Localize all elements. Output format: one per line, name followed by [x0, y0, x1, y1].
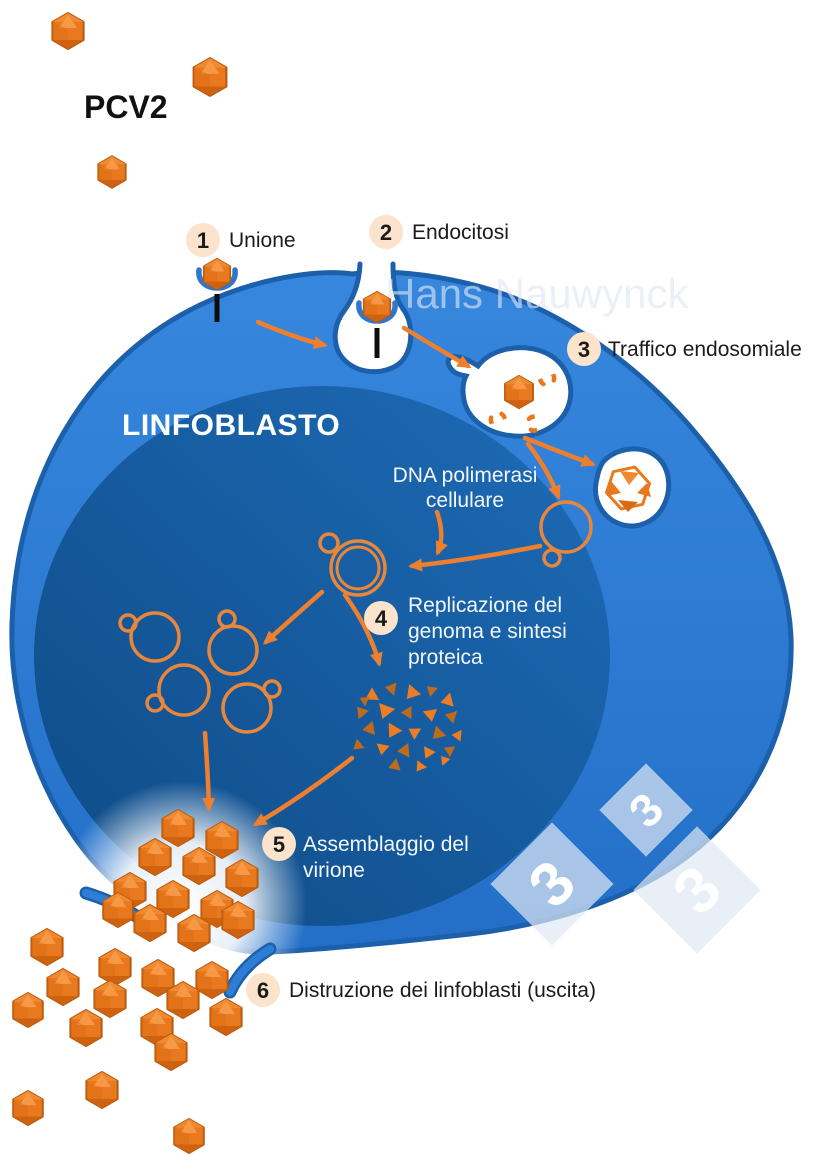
- arrow-replication-to-genome-copies: [263, 589, 325, 645]
- virus-particle-assembled_inside_cell: [225, 859, 259, 897]
- virus-particle-assembled_inside_cell: [182, 847, 216, 885]
- process-arrows: [202, 319, 596, 827]
- virus-particle-released_extracellular: [85, 1071, 119, 1109]
- viral-genome-circle: [145, 663, 211, 717]
- cell-label: LINFOBLASTO: [122, 409, 340, 442]
- step-4: 4 Replicazione del genoma e sintesi prot…: [364, 594, 567, 669]
- viral-genomes-layer: [118, 500, 593, 734]
- virus-particle-released_extracellular: [30, 928, 64, 966]
- virus-particle-assembled_inside_cell: [177, 914, 211, 952]
- step-5: 5 Assemblaggio del virione: [262, 827, 469, 882]
- disassembling-virion: [605, 465, 651, 512]
- virus-particle-bound_to_receptors: [362, 290, 392, 324]
- arrow-dna-polymerase: [434, 509, 448, 556]
- step-5-number: 5: [273, 832, 285, 857]
- arrow-endosome-to-genome-release: [525, 441, 561, 500]
- step-1-label: Unione: [229, 229, 296, 252]
- virus-particle-released_extracellular: [98, 948, 132, 986]
- step-6: 6 Distruzione dei linfoblasti (uscita): [246, 973, 596, 1007]
- viral-genome-circle: [539, 500, 593, 568]
- arrow-endocytosis-to-endosome: [401, 325, 472, 369]
- virus-particle-released_extracellular: [69, 1009, 103, 1047]
- step-2-number: 2: [380, 220, 392, 245]
- step-6-label: Distruzione dei linfoblasti (uscita): [289, 979, 596, 1002]
- step-3: 3 Traffico endosomiale: [567, 332, 802, 366]
- step-6-number: 6: [257, 978, 269, 1003]
- virus-particle-released_extracellular: [173, 1117, 205, 1155]
- watermark-333-logo: 3 3 3: [490, 763, 761, 954]
- virus-particle-assembled_inside_cell: [221, 901, 255, 939]
- step-5-badge: [262, 827, 296, 861]
- viral-genome-circle: [318, 532, 387, 597]
- step-4-label-line1: Replicazione del: [408, 594, 562, 617]
- virus-particle-released_extracellular: [166, 981, 200, 1019]
- step-4-number: 4: [375, 606, 388, 631]
- dna-polymerase-line1: DNA polimerasi: [393, 464, 538, 487]
- step-3-badge: [567, 332, 601, 366]
- step-3-number: 3: [578, 337, 590, 362]
- arrow-proteins-to-assembly: [252, 755, 355, 827]
- arrow-genomes-to-assembly: [202, 730, 216, 812]
- virus-particle-released_extracellular: [209, 998, 243, 1036]
- dna-polymerase-line2: cellulare: [426, 489, 504, 512]
- step-1: 1 Unione: [186, 223, 296, 257]
- virus-particle-released_extracellular: [154, 1033, 188, 1071]
- virus-particle-released_extracellular: [93, 980, 127, 1018]
- virus-particle-assembled_inside_cell: [205, 821, 239, 859]
- virus-particle-bound_to_receptors: [202, 257, 232, 291]
- virus-particle-free_extracellular_top: [97, 155, 127, 189]
- watermark-author: Hans Nauwynck: [385, 270, 689, 317]
- virus-particle-released_extracellular: [12, 991, 44, 1029]
- viral-genome-circle: [118, 611, 181, 663]
- virus-particle-released_extracellular: [195, 961, 229, 999]
- virus-particle-bound_to_receptors: [504, 374, 534, 410]
- virus-particle-free_extracellular_top: [192, 57, 228, 97]
- step-5-label-line2: virione: [303, 859, 365, 882]
- step-2-badge: [369, 215, 403, 249]
- watermarks: Hans Nauwynck 3 3 3: [385, 270, 761, 954]
- viral-genome-circle: [221, 679, 282, 734]
- step-2-label: Endocitosi: [412, 221, 509, 244]
- arrow-endosome-to-late-endosome: [522, 435, 596, 467]
- virus-particle-assembled_inside_cell: [133, 904, 167, 942]
- step-1-badge: [186, 223, 220, 257]
- arrow-genome-to-replication: [408, 543, 543, 572]
- step-3-label: Traffico endosomiale: [608, 338, 802, 361]
- late-endosome: [592, 446, 672, 529]
- step-4-label-line3: proteica: [408, 646, 483, 669]
- dna-polymerase-annotation: DNA polimerasi cellulare: [393, 464, 538, 512]
- virus-particle-assembled_inside_cell: [138, 838, 172, 876]
- step-2: 2 Endocitosi: [369, 215, 509, 249]
- virus-particle-released_extracellular: [12, 1089, 44, 1127]
- virus-particle-assembled_inside_cell: [102, 891, 134, 929]
- arrow-binding-to-endocytosis: [255, 319, 328, 349]
- arrow-replication-to-proteins: [342, 592, 383, 667]
- step-5-label-line1: Assemblaggio del: [303, 833, 469, 856]
- virus-particle-released_extracellular: [46, 968, 80, 1006]
- step-4-badge: [364, 601, 398, 635]
- step-4-label-line2: genoma e sintesi: [408, 620, 567, 643]
- step-6-badge: [246, 973, 280, 1007]
- virus-particle-assembled_inside_cell: [161, 809, 195, 847]
- page-title: PCV2: [84, 89, 168, 125]
- virus-particle-free_extracellular_top: [51, 12, 85, 50]
- viral-genome-circle: [207, 609, 259, 676]
- step-1-number: 1: [197, 228, 209, 253]
